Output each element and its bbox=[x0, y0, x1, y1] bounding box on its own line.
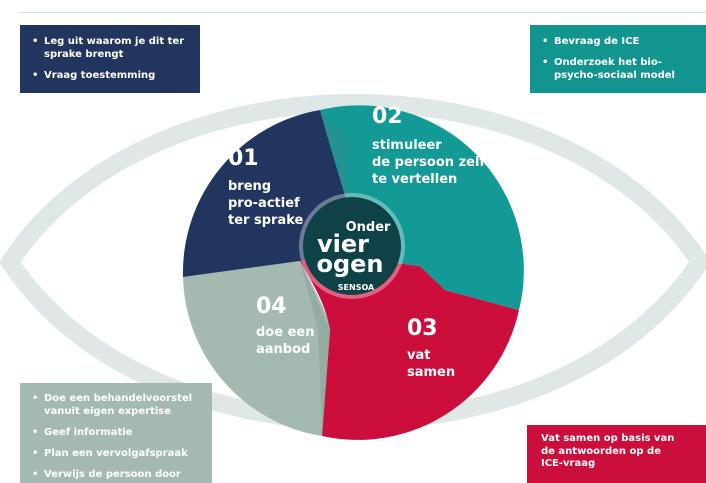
bullet-icon: • bbox=[32, 393, 39, 404]
box-bottom-left: • Doe een behandelvoorstel vanuit eigen e… bbox=[20, 383, 212, 483]
step-02-line-2: de persoon zelf bbox=[372, 155, 485, 170]
step-02-number: 02 bbox=[372, 104, 403, 129]
box-top-left-item: • Leg uit waarom je dit ter sprake brengt bbox=[32, 35, 190, 61]
step-04-line-1: doe een bbox=[256, 325, 314, 340]
box-text: Bevraag de ICE bbox=[554, 36, 640, 47]
center-line-2: vier bbox=[317, 230, 369, 258]
box-text: Vraag toestemming bbox=[44, 70, 156, 81]
center-circle bbox=[303, 197, 401, 295]
step-04-number: 04 bbox=[256, 294, 287, 319]
step-02-line-1: stimuleer bbox=[372, 138, 442, 153]
step-01-line-3: ter sprake bbox=[228, 213, 303, 228]
box-bottom-left-item: • Verwijs de persoon door bbox=[32, 468, 204, 481]
box-top-left-item: • Vraag toestemming bbox=[32, 69, 190, 82]
box-bottom-right-line: de antwoorden op de bbox=[541, 445, 661, 457]
top-divider bbox=[20, 12, 706, 13]
bullet-icon: • bbox=[542, 57, 549, 68]
box-bottom-right-line: Vat samen op basis van bbox=[541, 433, 675, 444]
bullet-icon: • bbox=[32, 448, 39, 459]
bullet-icon: • bbox=[542, 36, 549, 47]
box-top-right-item: • Bevraag de ICE bbox=[542, 35, 698, 48]
box-bottom-right: Vat samen op basis van de antwoorden op … bbox=[527, 425, 706, 483]
box-text: Verwijs de persoon door bbox=[44, 469, 181, 480]
step-01-number: 01 bbox=[228, 146, 259, 171]
step-02-line-3: te vertellen bbox=[372, 172, 457, 187]
segment-03-red bbox=[300, 258, 519, 440]
center-line-3: ogen bbox=[316, 250, 383, 278]
step-01-line-1: breng bbox=[228, 179, 271, 194]
step-04-line-2: aanbod bbox=[256, 342, 310, 357]
box-bottom-left-item: • Doe een behandelvoorstel vanuit eigen e… bbox=[32, 392, 204, 418]
box-text: Doe een behandelvoorstel vanuit eigen ex… bbox=[44, 393, 193, 417]
bullet-icon: • bbox=[32, 36, 39, 47]
step-01-line-2: pro-actief bbox=[228, 196, 300, 211]
step-03-number: 03 bbox=[407, 316, 438, 341]
box-text: Plan een vervolgafspraak bbox=[44, 448, 188, 459]
bullet-icon: • bbox=[32, 70, 39, 81]
segment-04-sage bbox=[183, 261, 330, 436]
box-bottom-left-item: • Plan een vervolgafspraak bbox=[32, 447, 204, 460]
box-text: Geef informatie bbox=[44, 427, 133, 438]
center-line-1: Onder bbox=[346, 220, 391, 235]
box-top-right-item: • Onderzoek het bio-psycho-sociaal model bbox=[542, 56, 698, 82]
box-bottom-right-line: ICE-vraag bbox=[541, 458, 596, 469]
box-bottom-left-item: • Geef informatie bbox=[32, 426, 204, 439]
bullet-icon: • bbox=[32, 427, 39, 438]
bullet-icon: • bbox=[32, 469, 39, 480]
center-brand: SENSOA bbox=[338, 283, 375, 292]
segment-fold-shade bbox=[320, 110, 350, 212]
segment-fold-shade-2 bbox=[300, 261, 330, 436]
box-text: Leg uit waarom je dit ter sprake brengt bbox=[44, 36, 185, 60]
step-03-line-2: samen bbox=[407, 365, 455, 380]
box-top-left: • Leg uit waarom je dit ter sprake brengt… bbox=[20, 25, 200, 93]
box-top-right: • Bevraag de ICE • Onderzoek het bio-psych… bbox=[530, 25, 706, 93]
step-03-line-1: vat bbox=[407, 348, 430, 363]
box-text: Onderzoek het bio-psycho-sociaal model bbox=[554, 57, 675, 81]
